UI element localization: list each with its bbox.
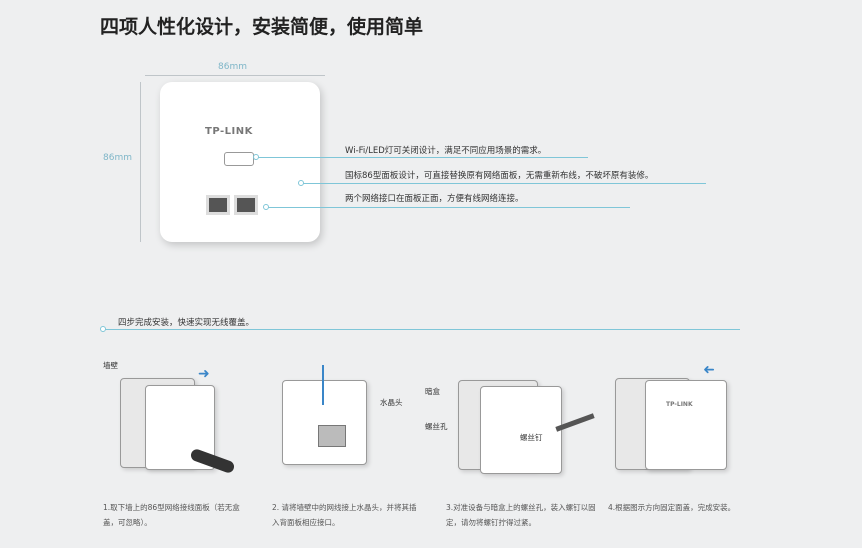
callout-line-3: [268, 207, 630, 208]
front-cover: TP-LINK: [645, 380, 727, 470]
callout-line-2: [303, 183, 706, 184]
network-cable: [322, 365, 324, 405]
device-panel: TP-LINK: [160, 82, 320, 242]
install-heading: 四步完成安装，快速实现无线覆盖。: [118, 318, 255, 328]
arrow-right-icon: ➜: [198, 366, 210, 382]
feature-1: Wi-Fi/LED灯可关闭设计，满足不同应用场景的需求。: [345, 146, 547, 156]
device-back: [480, 386, 562, 474]
device-logo: TP-LINK: [205, 126, 253, 137]
wifi-led-button: [224, 152, 254, 166]
width-dimension-line: [145, 75, 325, 76]
callout-line-1: [258, 157, 588, 158]
height-dimension: 86mm: [103, 153, 132, 163]
feature-2: 国标86型面板设计，可直接替换原有网络面板，无需重新布线，不破坏原有装修。: [345, 171, 654, 181]
arrow-left-icon: ➜: [703, 362, 715, 378]
step-3: 3.对准设备与暗盒上的螺丝孔，装入螺钉以固定，请勿将螺钉拧得过紧。: [446, 503, 596, 527]
label-box: 暗盒: [425, 387, 440, 396]
feature-3: 两个网络接口在面板正面，方便有线网络连接。: [345, 194, 524, 204]
height-dimension-line: [140, 82, 141, 242]
width-dimension: 86mm: [218, 62, 247, 72]
label-hole: 螺丝孔: [425, 422, 448, 431]
page-title: 四项人性化设计，安装简便，使用简单: [100, 16, 424, 38]
back-panel: [282, 380, 367, 465]
step-4: 4.根据图示方向固定面盖，完成安装。: [608, 503, 736, 512]
small-logo: TP-LINK: [666, 401, 693, 408]
ethernet-port-1: [206, 195, 230, 215]
label-rj45: 水晶头: [380, 398, 403, 407]
rj45-connector: [318, 425, 346, 447]
label-wall: 墙壁: [103, 361, 118, 370]
install-line: [105, 329, 740, 330]
label-screw: 螺丝钉: [520, 433, 543, 442]
step-1: 1.取下墙上的86型网络接线面板（若无盒盖，可忽略）。: [103, 503, 240, 527]
step-2: 2. 请将墙壁中的网线接上水晶头，并将其插入背面板相应接口。: [272, 503, 417, 527]
ethernet-port-2: [234, 195, 258, 215]
